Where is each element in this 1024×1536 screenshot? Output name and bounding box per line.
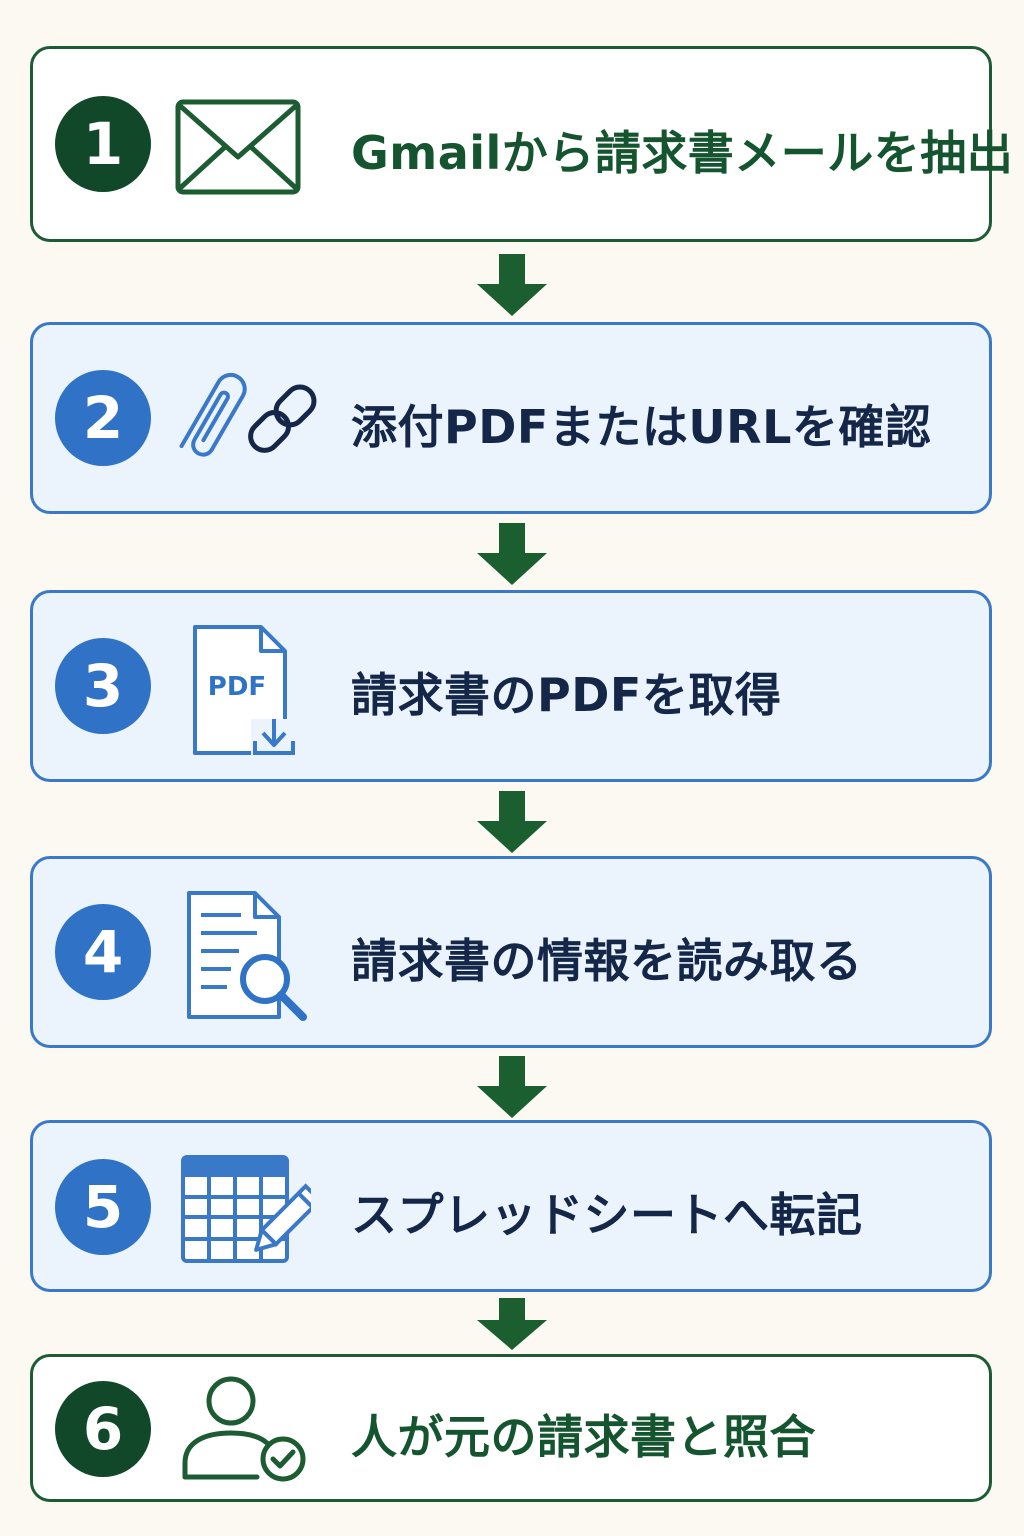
step-1-number-badge: 1 <box>55 96 151 192</box>
step-2-label: 添付PDFまたはURLを確認 <box>351 400 932 454</box>
pdf-icon-text: PDF <box>208 672 266 702</box>
spreadsheet-edit-icon <box>179 1153 311 1265</box>
step-3-label: 請求書のPDFを取得 <box>351 668 782 722</box>
document-search-icon <box>183 889 313 1025</box>
step-5-card: 5 スプレッドシートへ転記 <box>30 1120 992 1292</box>
step-1-label: Gmailから請求書メールを抽出 <box>351 126 1014 180</box>
down-arrow-icon <box>477 523 547 585</box>
paperclip-link-icon <box>173 363 323 473</box>
pdf-download-icon: PDF <box>189 623 301 759</box>
step-3-number-badge: 3 <box>55 638 151 734</box>
down-arrow-icon <box>477 1056 547 1118</box>
step-6-card: 6 人が元の請求書と照合 <box>30 1354 992 1502</box>
step-6-number-badge: 6 <box>55 1381 151 1477</box>
step-2-card: 2 添付PDFまたはURLを確認 <box>30 322 992 514</box>
step-6-label: 人が元の請求書と照合 <box>351 1410 816 1464</box>
step-4-number-badge: 4 <box>55 904 151 1000</box>
down-arrow-icon <box>477 254 547 316</box>
step-4-label: 請求書の情報を読み取る <box>351 934 863 988</box>
step-2-number-badge: 2 <box>55 370 151 466</box>
step-5-label: スプレッドシートへ転記 <box>351 1188 863 1242</box>
step-5-number-badge: 5 <box>55 1159 151 1255</box>
step-3-card: 3 PDF 請求書のPDFを取得 <box>30 590 992 782</box>
step-1-card: 1 Gmailから請求書メールを抽出 <box>30 46 1013 242</box>
user-check-icon <box>179 1373 309 1485</box>
down-arrow-icon <box>477 791 547 853</box>
step-4-card: 4 請求書の情報を読み取る <box>30 856 992 1048</box>
down-arrow-icon <box>477 1298 547 1350</box>
envelope-icon <box>173 97 303 197</box>
